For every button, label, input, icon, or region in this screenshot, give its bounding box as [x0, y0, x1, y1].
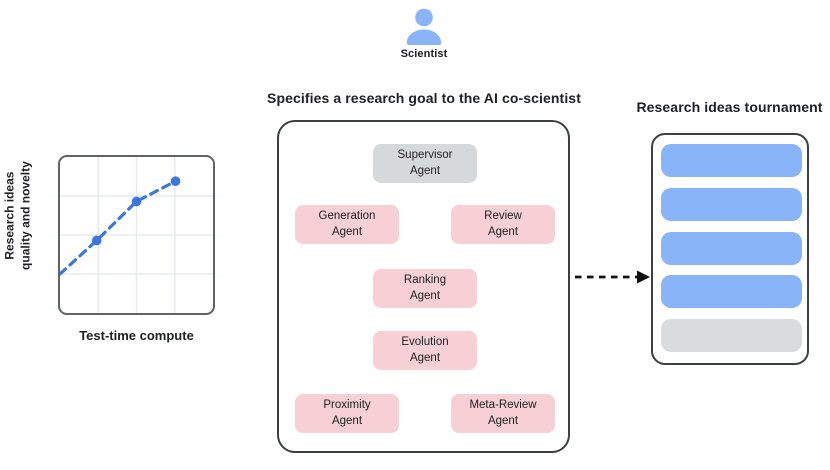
tournament-bar	[661, 231, 802, 265]
mini-chart	[58, 155, 215, 315]
tournament-bar	[661, 144, 802, 177]
chart-plot-area	[60, 157, 213, 313]
agent-label: Generation	[318, 209, 376, 222]
agent-label: Proximity	[323, 398, 371, 411]
agent-label: Ranking	[403, 273, 447, 286]
tournament-title: Research ideas tournament	[636, 99, 823, 115]
agent-box-proximity: Proximity Agent	[295, 394, 399, 433]
agent-box-ranking: Ranking Agent	[373, 269, 477, 308]
tournament-bar	[661, 275, 802, 309]
agent-box-evolution: Evolution Agent	[373, 331, 477, 370]
agent-box-meta-review: Meta-Review Agent	[451, 394, 555, 433]
agent-label: Meta-Review	[469, 398, 537, 411]
flow-title: Specifies a research goal to the AI co-s…	[267, 90, 581, 106]
agent-box-generation: Generation Agent	[295, 205, 399, 244]
person-icon	[406, 8, 442, 45]
tournament-panel	[651, 133, 809, 365]
agent-label: Supervisor	[397, 148, 453, 161]
tournament-bar	[661, 187, 802, 221]
agent-label: Agent	[331, 225, 363, 238]
agent-label: Agent	[409, 351, 441, 364]
agent-label: Agent	[487, 225, 519, 238]
flow-arrow-icon	[575, 270, 650, 284]
agent-label: Agent	[409, 289, 441, 302]
agent-label: Agent	[409, 164, 441, 177]
chart-y-axis-label: Research ideas quality and novelty	[2, 151, 33, 281]
agent-box-review: Review Agent	[451, 205, 555, 244]
agent-label: Review	[484, 209, 522, 222]
agent-label: Agent	[487, 414, 519, 427]
tournament-bar	[661, 319, 802, 352]
chart-y-axis-label-line1: Research ideas	[2, 171, 17, 260]
scientist-figure: Scientist	[374, 8, 474, 60]
scientist-label: Scientist	[400, 48, 448, 60]
agent-box-supervisor: Supervisor Agent	[373, 144, 477, 183]
agent-label: Agent	[331, 414, 363, 427]
chart-x-axis-label: Test-time compute	[79, 328, 194, 343]
agents-container: Supervisor Agent Generation Agent Review…	[277, 120, 570, 453]
agent-label: Evolution	[401, 335, 449, 348]
chart-y-axis-label-line2: quality and novelty	[18, 161, 32, 270]
